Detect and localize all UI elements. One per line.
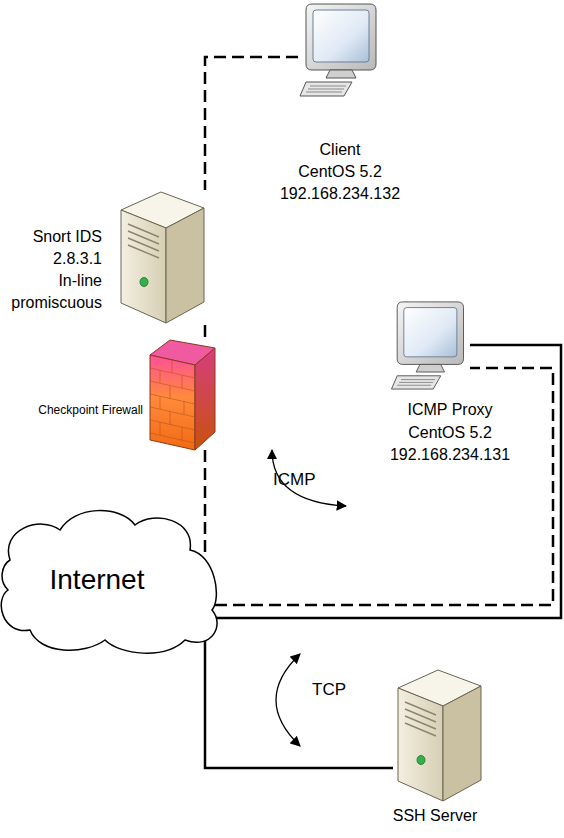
node-label: Internet (50, 564, 145, 596)
tcp-link (213, 345, 561, 618)
node-label: Snort IDS (33, 228, 102, 246)
network-node: Internet (0, 515, 215, 645)
firewall-icon (150, 340, 215, 450)
icmp-arrow (272, 450, 346, 506)
client-monitor (300, 4, 376, 96)
node-label: 192.168.234.132 (280, 185, 400, 203)
node-label: Checkpoint Firewall (38, 404, 143, 418)
icmp-tunnel-link (204, 450, 207, 557)
internet-cloud (1, 511, 217, 654)
node-label: Client (320, 141, 361, 159)
tcp-arrow (276, 654, 300, 746)
network-node: SSH Server (393, 668, 483, 803)
tcp-link (205, 637, 393, 768)
node-label: SSH Server (393, 807, 477, 825)
node-label: ICMP Proxy (407, 401, 492, 419)
icmp-tunnel-link (204, 325, 207, 340)
node-label: CentOS 5.2 (298, 163, 382, 181)
protocol-label: TCP (312, 680, 346, 700)
snort-server (121, 192, 204, 323)
node-label: In-line (58, 272, 102, 290)
node-label: promiscuous (11, 294, 102, 312)
protocol-label: ICMP (273, 470, 316, 490)
network-node: ICMP ProxyCentOS 5.2192.168.234.131 (385, 300, 470, 390)
node-label: CentOS 5.2 (408, 424, 492, 442)
network-node: ClientCentOS 5.2192.168.234.132 (298, 2, 378, 97)
icmp-tunnel-link (215, 368, 553, 605)
icmp-tunnel-link (205, 57, 298, 190)
network-node: Snort IDS2.8.3.1In-linepromiscuous (112, 190, 210, 325)
proxy-monitor (392, 302, 464, 389)
node-label: 2.8.3.1 (53, 250, 102, 268)
ssh-server-icon (398, 670, 481, 801)
network-node: Checkpoint Firewall (150, 340, 216, 450)
node-label: 192.168.234.131 (390, 446, 510, 464)
